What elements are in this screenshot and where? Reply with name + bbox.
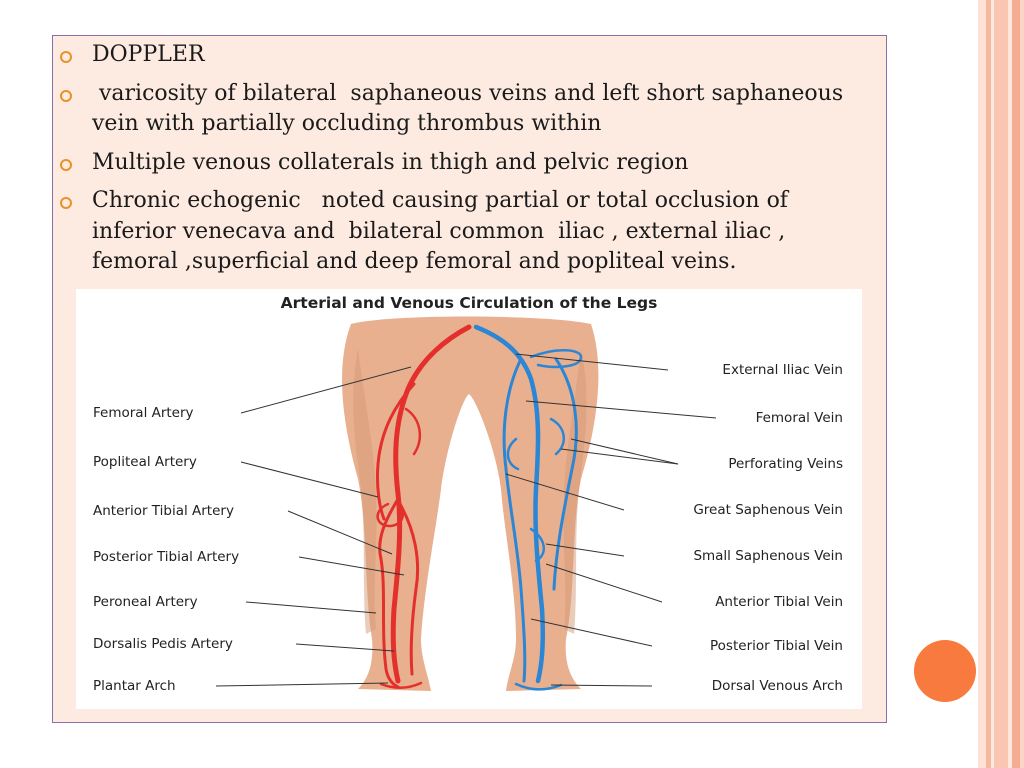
label-perforating-veins: Perforating Veins xyxy=(728,456,843,472)
bullet-item: Chronic echogenic noted causing partial … xyxy=(58,186,848,278)
artery-labels: Femoral Artery Popliteal Artery Anterior… xyxy=(93,405,239,694)
leg-circulation-diagram: Arterial and Venous Circulation of the L… xyxy=(76,289,862,709)
bullet-item: Multiple venous collaterals in thigh and… xyxy=(58,148,848,179)
arteries-illustration xyxy=(376,324,472,689)
decor-stripe xyxy=(991,0,994,768)
decor-stripe xyxy=(994,0,1008,768)
bullet-icon xyxy=(60,51,72,63)
decor-circle xyxy=(914,640,976,702)
label-popliteal-artery: Popliteal Artery xyxy=(93,454,197,470)
decor-stripe xyxy=(1008,0,1012,768)
bullet-item: DOPPLER xyxy=(58,40,848,71)
label-dorsal-venous-arch: Dorsal Venous Arch xyxy=(712,678,843,694)
label-anterior-tibial-vein: Anterior Tibial Vein xyxy=(715,594,843,610)
decor-stripe xyxy=(1020,0,1024,768)
label-dorsalis-pedis-artery: Dorsalis Pedis Artery xyxy=(93,636,233,652)
label-peroneal-artery: Peroneal Artery xyxy=(93,594,198,610)
vein-labels: External Iliac Vein Femoral Vein Perfora… xyxy=(693,362,843,694)
diagram-title: Arterial and Venous Circulation of the L… xyxy=(281,294,658,312)
diagram-svg: Arterial and Venous Circulation of the L… xyxy=(93,294,843,694)
veins-illustration xyxy=(473,324,583,691)
decor-stripe xyxy=(1012,0,1020,768)
label-plantar-arch: Plantar Arch xyxy=(93,678,176,694)
label-great-saphenous-vein: Great Saphenous Vein xyxy=(693,502,843,518)
leader-lines xyxy=(215,353,717,687)
decor-stripe xyxy=(978,0,986,768)
label-anterior-tibial-artery: Anterior Tibial Artery xyxy=(93,503,234,519)
bullet-item: varicosity of bilateral saphaneous veins… xyxy=(58,79,848,140)
label-small-saphenous-vein: Small Saphenous Vein xyxy=(693,548,843,564)
bullet-icon xyxy=(60,158,72,171)
decor-stripe xyxy=(986,0,991,768)
label-external-iliac-vein: External Iliac Vein xyxy=(722,362,843,378)
label-femoral-artery: Femoral Artery xyxy=(93,405,194,421)
bullet-list: DOPPLER varicosity of bilateral saphaneo… xyxy=(58,40,848,286)
label-posterior-tibial-artery: Posterior Tibial Artery xyxy=(93,549,239,565)
label-femoral-vein: Femoral Vein xyxy=(756,410,843,426)
bullet-icon xyxy=(60,89,72,102)
bullet-icon xyxy=(60,197,72,209)
label-posterior-tibial-vein: Posterior Tibial Vein xyxy=(710,638,843,654)
